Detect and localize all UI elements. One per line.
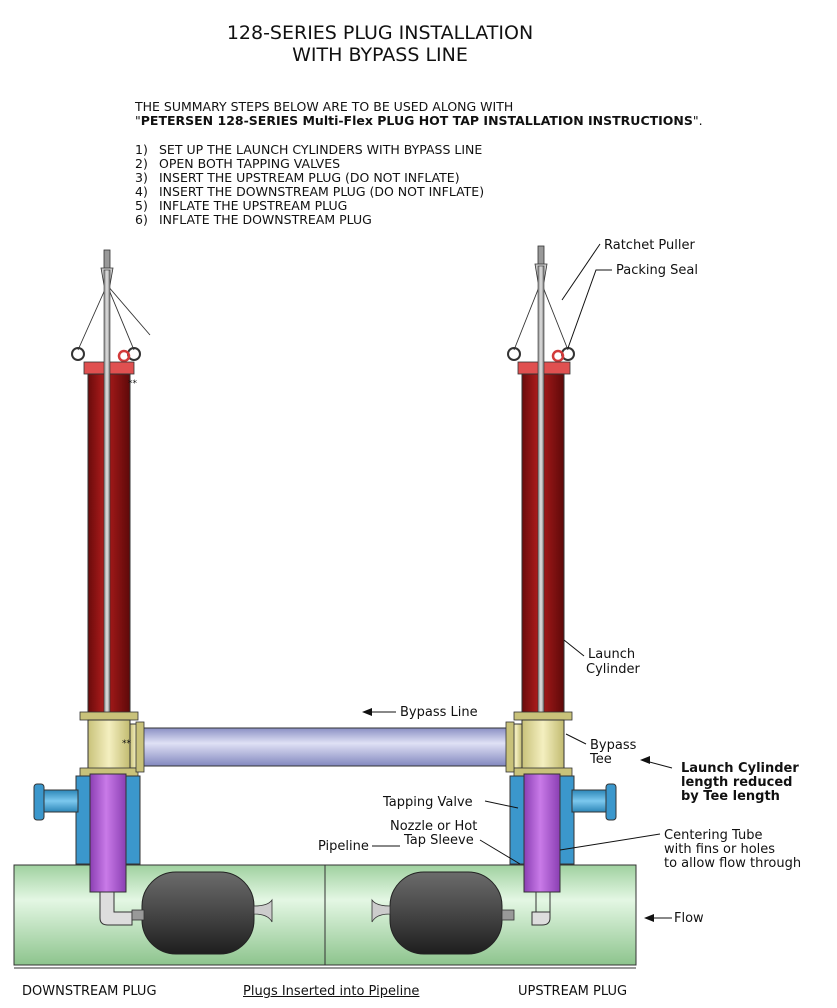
flow-arrow	[644, 914, 654, 922]
step-item: 6)INFLATE THE DOWNSTREAM PLUG	[135, 212, 372, 227]
label-plugs-inserted: Plugs Inserted into Pipeline	[243, 984, 420, 999]
title-line-2: WITH BYPASS LINE	[292, 44, 468, 66]
callout-leaders	[372, 243, 673, 865]
intro-line-1: THE SUMMARY STEPS BELOW ARE TO BE USED A…	[135, 99, 514, 114]
svg-text:length reduced: length reduced	[681, 775, 792, 790]
steps-list: 1)SET UP THE LAUNCH CYLINDERS WITH BYPAS…	[135, 143, 484, 227]
svg-text:to allow flow through: to allow flow through	[664, 856, 801, 871]
intro-reference: PETERSEN 128-SERIES Multi-Flex PLUG HOT …	[140, 113, 693, 128]
marker-tee: **	[122, 739, 132, 749]
svg-text:by Tee length: by Tee length	[681, 789, 780, 804]
label-ratchet-puller: Ratchet Puller	[604, 238, 695, 253]
upstream-assembly	[371, 245, 617, 955]
svg-text:Tee: Tee	[589, 752, 612, 767]
label-packing-seal: Packing Seal	[616, 263, 698, 278]
svg-text:Cylinder: Cylinder	[586, 662, 640, 677]
note-arrow	[640, 756, 650, 764]
label-bypass-tee: Bypass	[590, 738, 637, 753]
label-flow: Flow	[674, 911, 704, 926]
bypass-arrow	[362, 708, 372, 716]
label-centering-tube: Centering Tube	[664, 828, 762, 843]
step-item: 1)SET UP THE LAUNCH CYLINDERS WITH BYPAS…	[135, 142, 483, 157]
label-upstream-plug: UPSTREAM PLUG	[518, 984, 628, 999]
marker-cylinder: **	[128, 379, 138, 389]
step-item: 3)INSERT THE UPSTREAM PLUG (DO NOT INFLA…	[135, 170, 460, 185]
label-pipeline: Pipeline	[318, 839, 369, 854]
label-bypass-line: Bypass Line	[400, 705, 478, 720]
label-note-reduced: Launch Cylinder	[681, 761, 799, 776]
step-item: 5)INFLATE THE UPSTREAM PLUG	[135, 198, 348, 213]
title-line-1: 128-SERIES PLUG INSTALLATION	[226, 22, 534, 44]
label-launch-cylinder: Launch	[588, 647, 635, 662]
step-item: 2)OPEN BOTH TAPPING VALVES	[135, 156, 341, 171]
label-downstream-plug: DOWNSTREAM PLUG	[22, 984, 157, 999]
downstream-assembly	[33, 249, 273, 955]
intro-text: THE SUMMARY STEPS BELOW ARE TO BE USED A…	[135, 100, 703, 128]
label-tapping-valve: Tapping Valve	[382, 795, 473, 810]
bypass-line	[135, 721, 515, 773]
svg-text:with fins or holes: with fins or holes	[664, 842, 775, 857]
intro-line-2: "PETERSEN 128-SERIES Multi-Flex PLUG HOT…	[135, 113, 703, 128]
svg-text:Tap Sleeve: Tap Sleeve	[403, 833, 474, 848]
step-item: 4)INSERT THE DOWNSTREAM PLUG (DO NOT INF…	[135, 184, 485, 199]
label-nozzle: Nozzle or Hot	[390, 819, 477, 834]
